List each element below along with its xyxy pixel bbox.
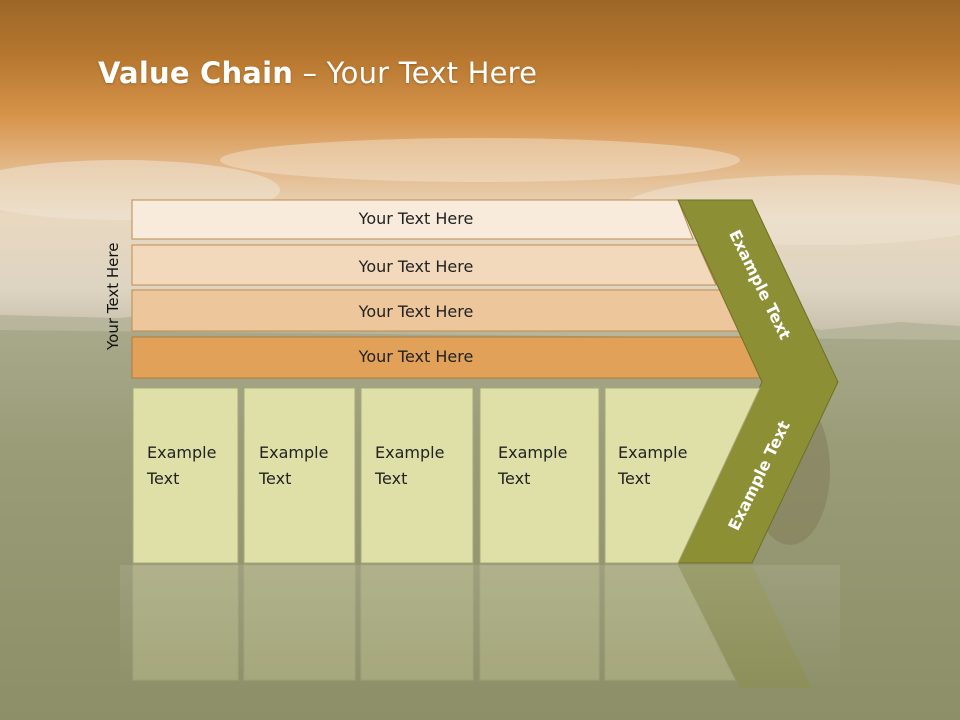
box-5-line2: Text xyxy=(617,469,650,488)
box-3[interactable]: Example Text xyxy=(360,387,474,564)
box-1-line2: Text xyxy=(146,469,179,488)
title-bold: Value Chain xyxy=(98,56,294,90)
reflection-fade xyxy=(120,565,840,690)
bar-2-label: Your Text Here xyxy=(358,257,474,276)
box-2-line1: Example xyxy=(259,443,328,462)
box-2[interactable]: Example Text xyxy=(243,387,356,564)
bar-3-label: Your Text Here xyxy=(358,302,474,321)
box-1-line1: Example xyxy=(147,443,216,462)
box-5[interactable]: Example Text xyxy=(604,387,761,564)
box-5-line1: Example xyxy=(618,443,687,462)
page-title: Value Chain – Your Text Here xyxy=(98,56,537,90)
title-rest: – Your Text Here xyxy=(293,56,538,90)
bar-4[interactable]: Your Text Here xyxy=(131,336,765,379)
bar-1-label: Your Text Here xyxy=(358,209,474,228)
box-4[interactable]: Example Text xyxy=(479,387,600,564)
box-1[interactable]: Example Text xyxy=(132,387,239,564)
bar-1[interactable]: Your Text Here xyxy=(131,199,694,240)
box-3-line1: Example xyxy=(375,443,444,462)
bar-4-label: Your Text Here xyxy=(358,347,474,366)
bar-2[interactable]: Your Text Here xyxy=(131,244,717,286)
box-4-line1: Example xyxy=(498,443,567,462)
bar-3[interactable]: Your Text Here xyxy=(131,289,741,332)
box-2-line2: Text xyxy=(258,469,291,488)
box-3-line2: Text xyxy=(374,469,407,488)
box-4-line2: Text xyxy=(497,469,530,488)
chevron-arrow[interactable] xyxy=(677,199,839,564)
